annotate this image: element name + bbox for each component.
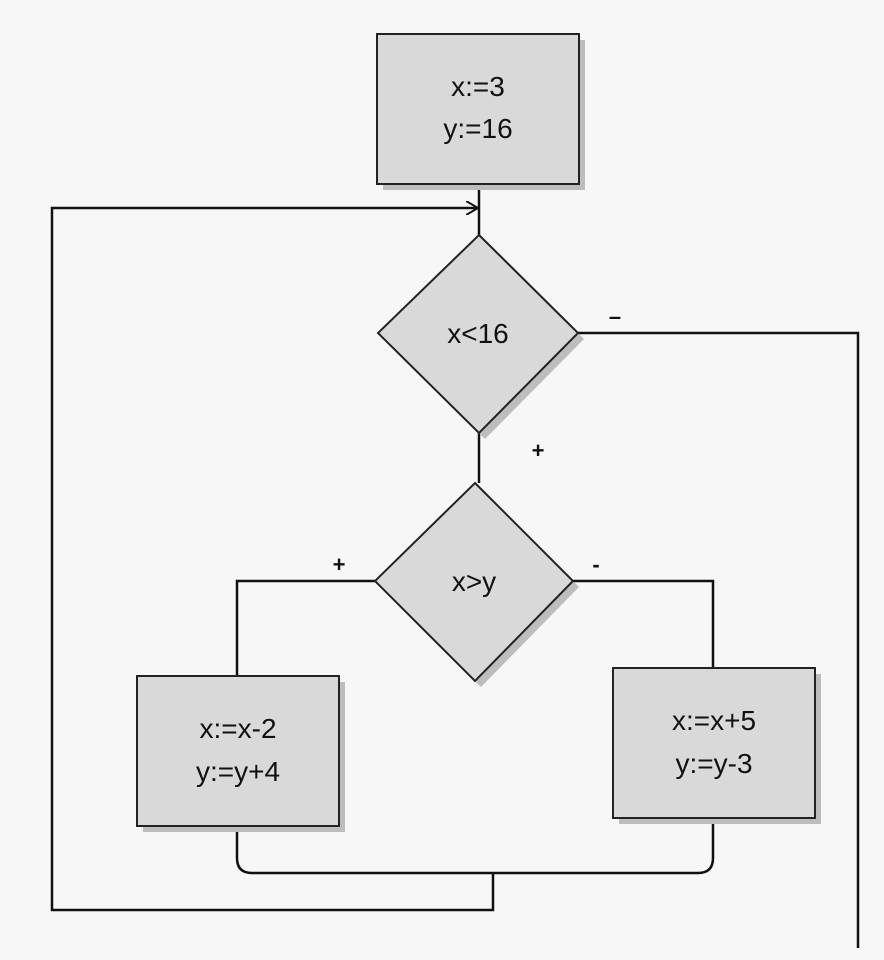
left-op-line2: y:=y+4	[196, 756, 280, 787]
decision2-yes-sign: +	[333, 552, 346, 577]
decision2-label: x>y	[452, 566, 496, 597]
left-op-line1: x:=x-2	[199, 713, 276, 744]
right-op-line1: x:=x+5	[672, 705, 756, 736]
init-line1: x:=3	[451, 71, 505, 102]
loop-back-arrow	[50, 208, 495, 912]
connector-cond1-no-exit	[578, 331, 860, 948]
decision1-no-sign: –	[609, 304, 621, 329]
connectors	[50, 185, 860, 948]
decision2-no-sign: -	[592, 552, 599, 577]
right-op-line2: y:=y-3	[675, 748, 752, 779]
right-operation-box: x:=x+5 y:=y-3	[612, 667, 821, 824]
connector-cond2-yes	[235, 579, 375, 676]
decision-x-gt-y: x>y	[373, 481, 579, 687]
init-box: x:=3 y:=16	[376, 33, 585, 190]
decision1-label: x<16	[447, 318, 509, 349]
decision-x-lt-16: x<16	[376, 233, 584, 439]
init-line2: y:=16	[443, 113, 512, 144]
connector-merge	[235, 818, 715, 875]
left-operation-box: x:=x-2 y:=y+4	[136, 675, 345, 832]
connector-cond2-no	[573, 579, 715, 668]
decision1-yes-sign: +	[532, 438, 545, 463]
